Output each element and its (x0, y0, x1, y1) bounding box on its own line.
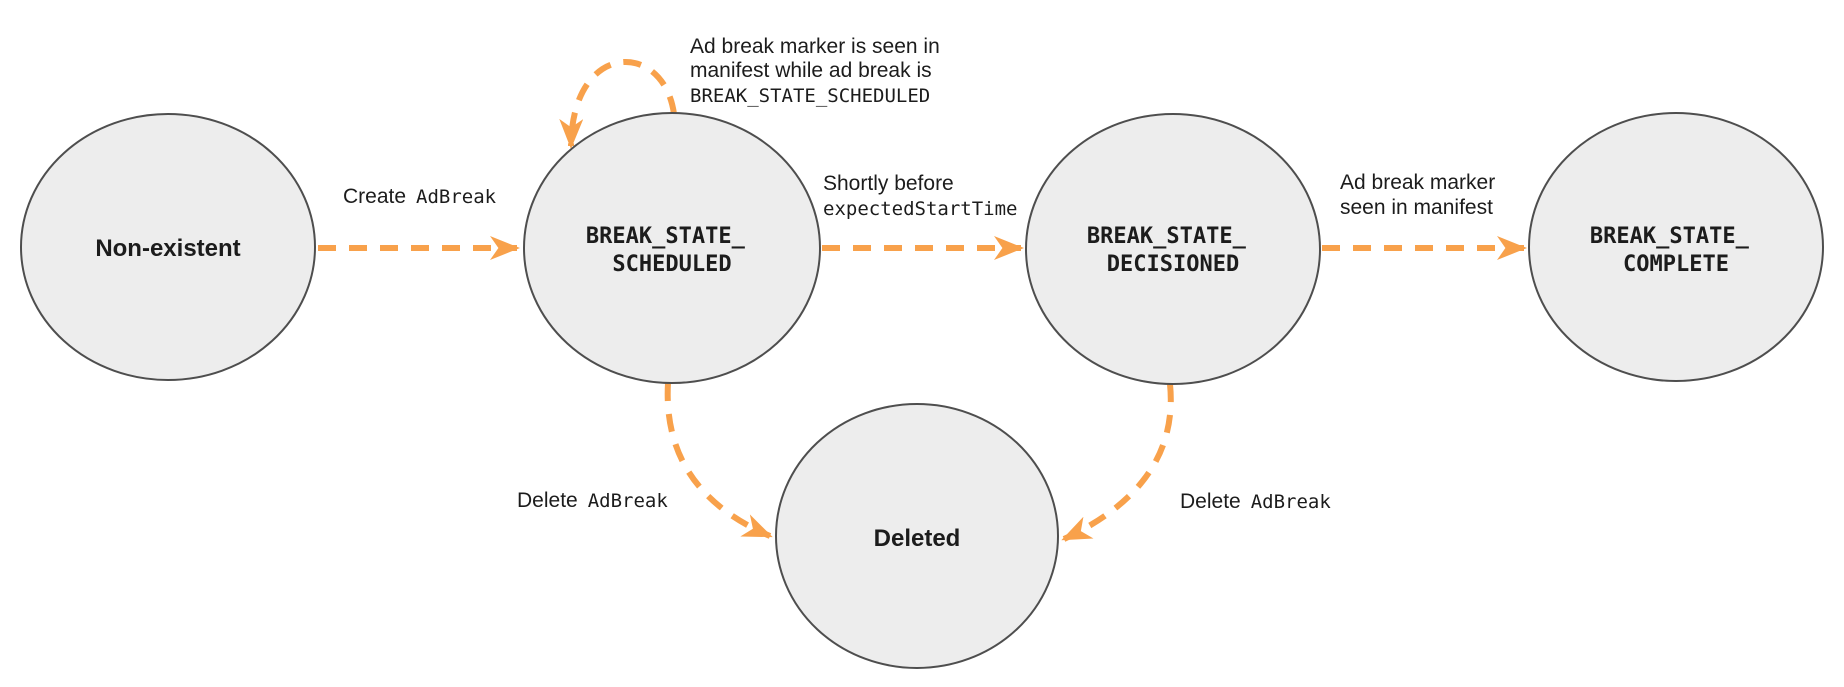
state-non-existent: Non-existent (20, 113, 316, 381)
label-create-adbreak-code: AdBreak (416, 186, 497, 208)
label-marker-while-scheduled-line2: manifest while ad break is (690, 59, 932, 82)
state-break-state-decisioned-label: BREAK_STATE_ DECISIONED (1087, 224, 1259, 277)
state-break-state-decisioned-circle (1025, 113, 1321, 385)
state-break-state-decisioned-label-line2: DECISIONED (1107, 252, 1239, 277)
label-marker-while-scheduled: Ad break marker is seen in manifest whil… (690, 35, 940, 107)
label-marker-seen-line2: seen in manifest (1340, 196, 1493, 219)
label-shortly-before: Shortly before expectedStartTime (823, 172, 1017, 220)
label-delete-adbreak-right: Delete AdBreak (1180, 490, 1331, 513)
state-break-state-scheduled-label-line2: SCHEDULED (612, 252, 731, 277)
label-delete-adbreak-left: Delete AdBreak (517, 489, 668, 512)
label-marker-seen-line1: Ad break marker (1340, 171, 1495, 194)
state-non-existent-circle (20, 113, 316, 381)
label-marker-seen: Ad break marker seen in manifest (1340, 171, 1495, 219)
arrow-decisioned-to-deleted (1061, 383, 1174, 542)
label-delete-adbreak-left-code: AdBreak (588, 490, 669, 512)
label-create-adbreak: Create AdBreak (343, 185, 497, 208)
state-break-state-complete-label: BREAK_STATE_ COMPLETE (1590, 224, 1762, 277)
state-break-state-scheduled-label: BREAK_STATE_ SCHEDULED (586, 224, 758, 277)
state-break-state-scheduled-circle (523, 112, 821, 384)
label-shortly-before-line2: expectedStartTime (823, 198, 1017, 220)
label-marker-while-scheduled-line1: Ad break marker is seen in (690, 35, 940, 58)
label-delete-adbreak-left-text: Delete (517, 489, 578, 512)
label-marker-while-scheduled-line3: BREAK_STATE_SCHEDULED (690, 85, 930, 107)
state-deleted-label: Deleted (874, 525, 961, 552)
state-break-state-decisioned-label-line1: BREAK_STATE_ (1087, 224, 1247, 249)
label-create-adbreak-text: Create (343, 185, 406, 208)
label-delete-adbreak-right-code: AdBreak (1251, 491, 1332, 513)
state-break-state-scheduled-label-line1: BREAK_STATE_ (586, 224, 746, 249)
state-break-state-complete-circle (1528, 112, 1824, 382)
state-deleted-circle (775, 403, 1059, 669)
label-delete-adbreak-right-text: Delete (1180, 490, 1241, 513)
state-deleted: Deleted (775, 403, 1059, 669)
state-break-state-decisioned: BREAK_STATE_ DECISIONED (1025, 113, 1321, 385)
arrow-scheduled-to-deleted (664, 382, 773, 539)
state-non-existent-label: Non-existent (95, 235, 240, 262)
state-break-state-complete-label-line2: COMPLETE (1623, 252, 1729, 277)
state-break-state-complete-label-line1: BREAK_STATE_ (1590, 224, 1750, 249)
state-break-state-complete: BREAK_STATE_ COMPLETE (1528, 112, 1824, 382)
state-break-state-scheduled: BREAK_STATE_ SCHEDULED (523, 112, 821, 384)
label-shortly-before-line1: Shortly before (823, 172, 954, 195)
